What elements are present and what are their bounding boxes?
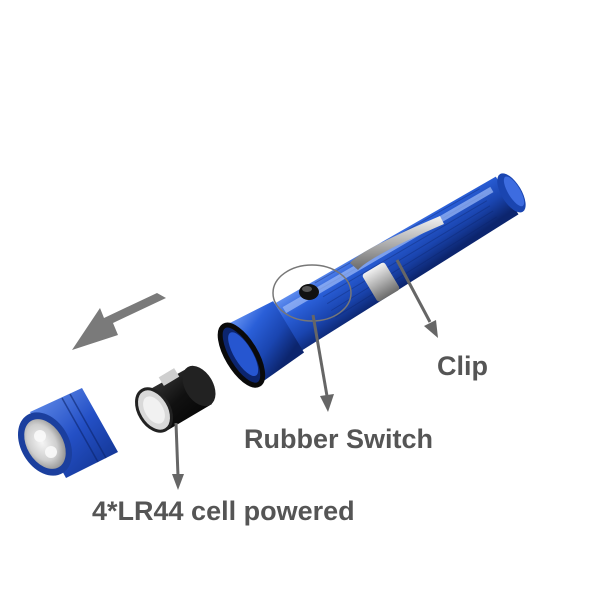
rubber-switch-label: Rubber Switch	[244, 424, 434, 454]
battery-pack	[135, 365, 216, 433]
rubber-switch-button	[272, 264, 352, 322]
callout-leaders	[172, 259, 438, 490]
arrow-left-down-icon	[72, 293, 166, 350]
pocket-clip	[350, 216, 444, 302]
lamp-head	[17, 388, 118, 478]
battery-label: 4*LR44 cell powered	[92, 496, 355, 526]
clip-label: Clip	[437, 351, 488, 381]
